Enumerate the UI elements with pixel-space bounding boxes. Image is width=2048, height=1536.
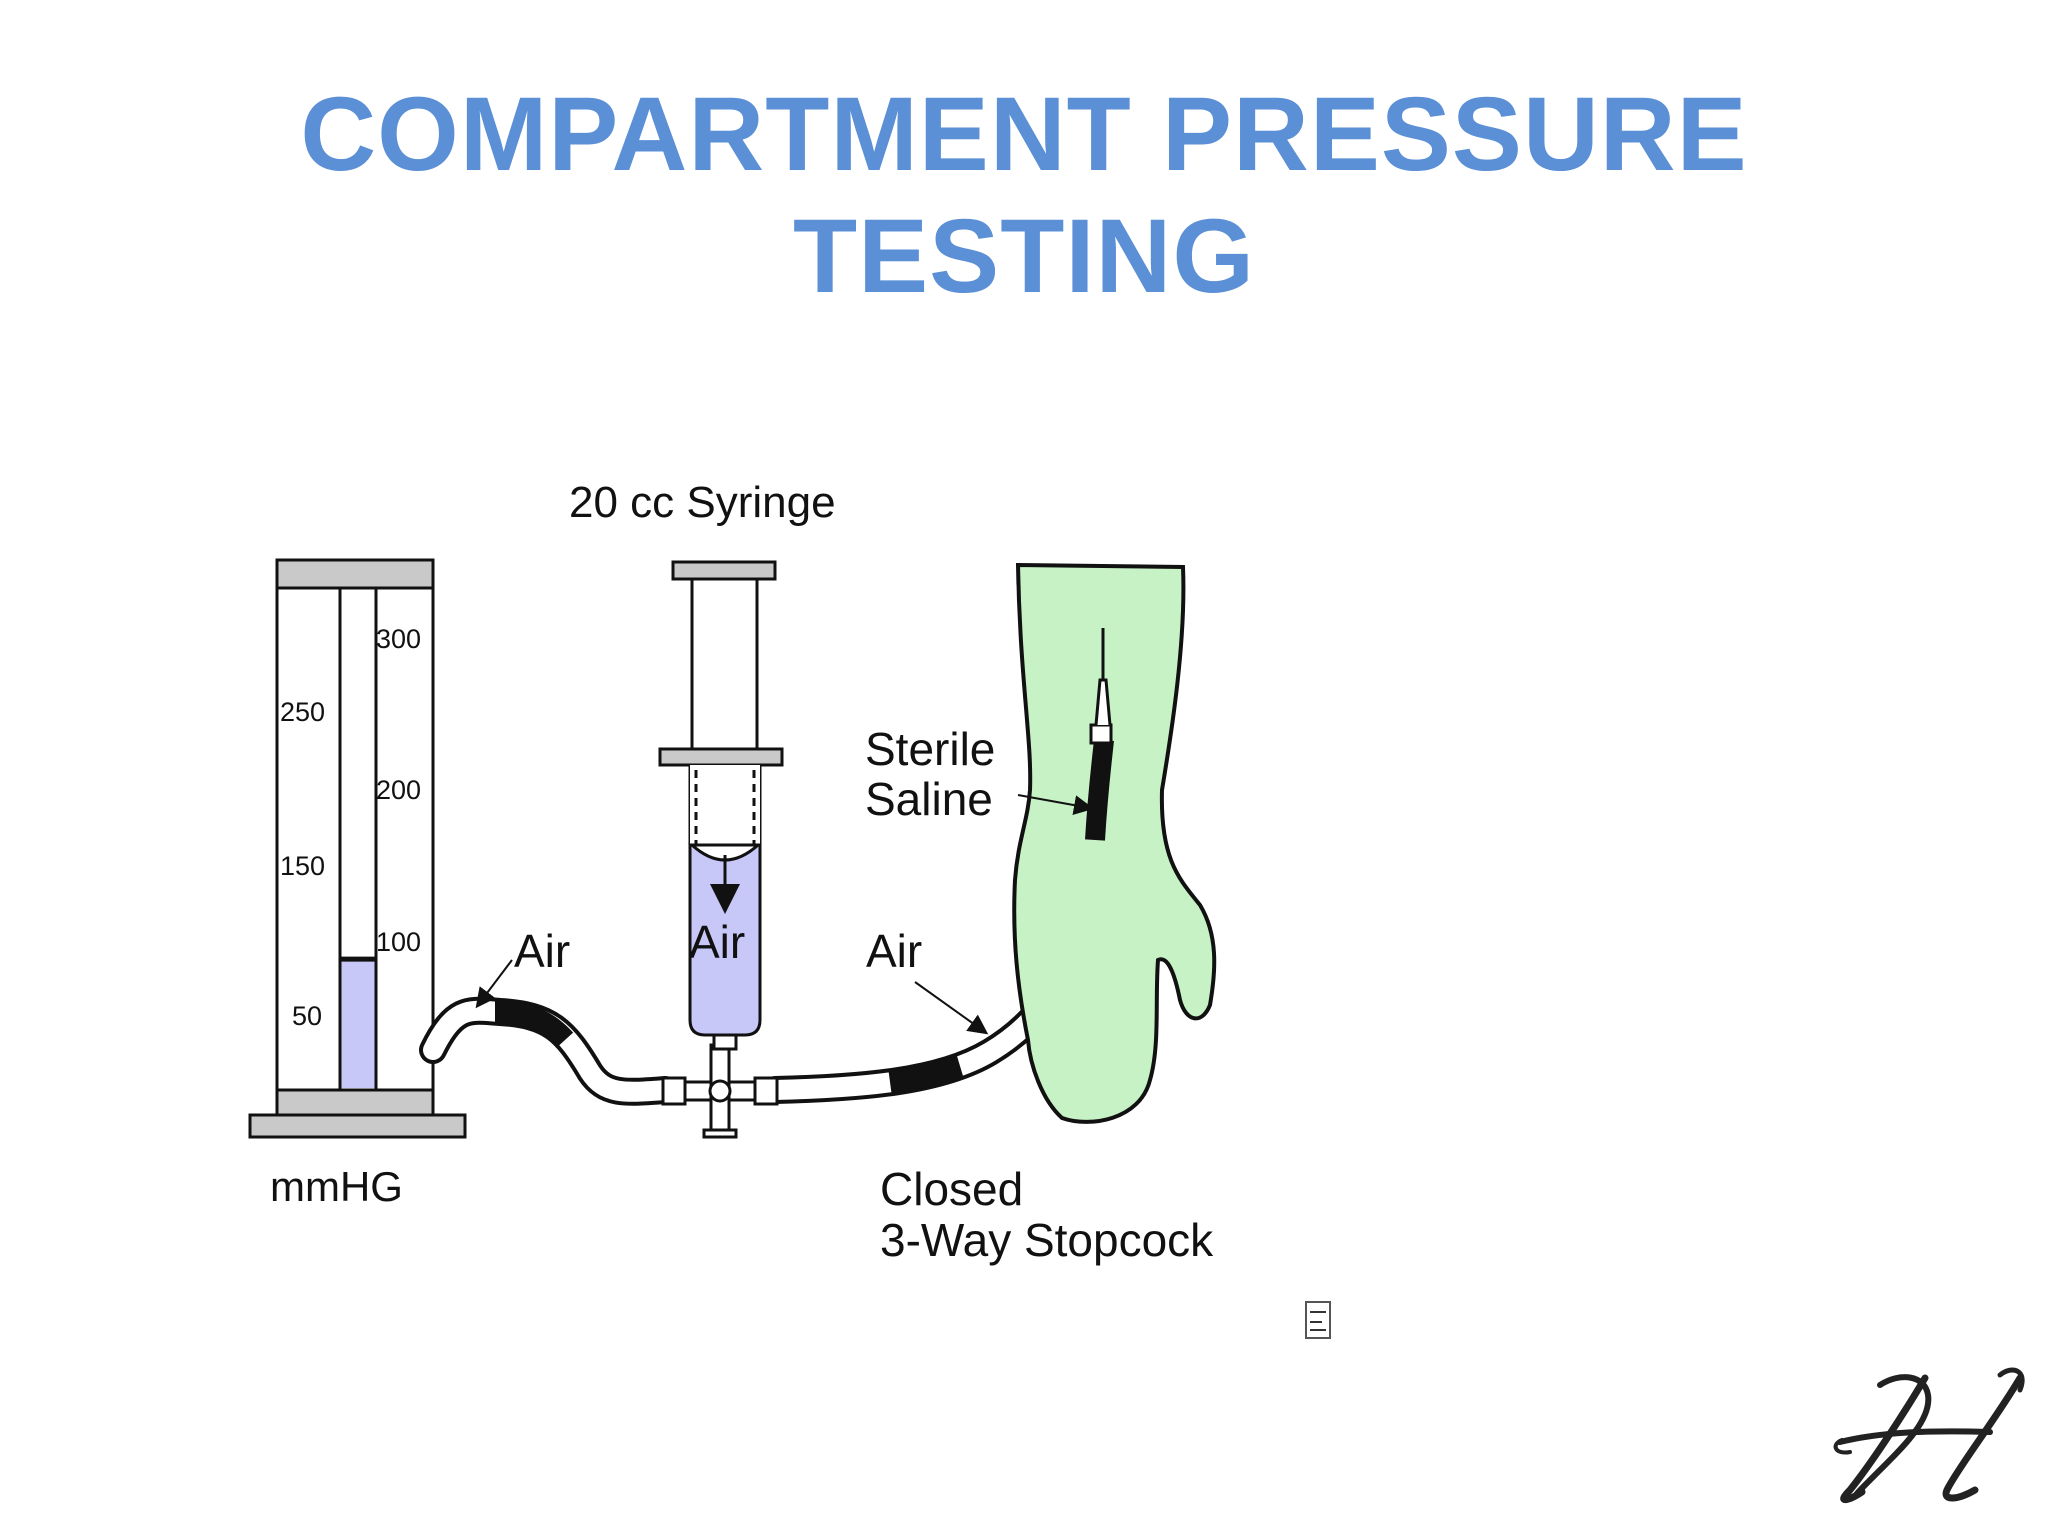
stopcock-label-line-1: Closed [880, 1163, 1023, 1215]
limb [1012, 562, 1217, 1124]
saline-pointer [1017, 794, 1094, 815]
manometer-base [248, 1113, 467, 1139]
syringe-air-label: Air [689, 916, 745, 968]
title-line-2: TESTING [792, 198, 1256, 315]
manometer-unit-label: mmHG [270, 1163, 403, 1210]
needle-hub [1094, 678, 1112, 726]
stopcock-label-line-2: 3-Way Stopcock [880, 1214, 1214, 1266]
plunger-seal [688, 843, 762, 862]
small-image-icon [1305, 1301, 1331, 1339]
saline-label-line-2: Saline [865, 773, 993, 825]
manometer-fluid [341, 959, 375, 1088]
left-air-label: Air [514, 925, 570, 977]
left-air-pointer [475, 959, 513, 1009]
saline-segment [1085, 739, 1114, 841]
tick-150: 150 [280, 851, 325, 881]
right-air-segment [888, 1055, 964, 1093]
syringe-label: 20 cc Syringe [569, 478, 836, 527]
title-line-1: COMPARTMENT PRESSURE [300, 76, 1748, 193]
stopcock-right-port [753, 1076, 779, 1106]
tick-300: 300 [376, 624, 421, 654]
tick-250: 250 [280, 697, 325, 727]
right-air-pointer [914, 981, 989, 1035]
tick-50: 50 [292, 1001, 322, 1031]
plunger-rod [690, 577, 759, 751]
plunger-thumb-rest [671, 560, 777, 581]
forearm-hand-shape [1012, 562, 1217, 1124]
syringe-flange [658, 747, 784, 767]
catheter-hub [1089, 723, 1113, 745]
stopcock-left-port [661, 1076, 687, 1106]
syringe: Air 20 cc Syringe [569, 478, 836, 1051]
saline-label-line-1: Sterile [865, 723, 995, 775]
stopcock-valve [708, 1079, 732, 1103]
slide-title: COMPARTMENT PRESSURE TESTING [224, 74, 1824, 318]
manometer: 250 150 50 300 200 100 mmHG [248, 558, 467, 1210]
plunger-upper [690, 765, 760, 845]
right-air-label: Air [866, 925, 922, 977]
callouts: Air Air Sterile Saline Closed 3-Way Stop… [475, 723, 1214, 1266]
manometer-top-cap [275, 558, 435, 590]
tick-100: 100 [376, 927, 421, 957]
script-h-logo [1833, 1367, 2025, 1504]
manometer-bottom-cap [275, 1088, 435, 1117]
tick-200: 200 [376, 775, 421, 805]
stopcock [661, 1043, 779, 1139]
left-air-segment [494, 1001, 574, 1048]
syringe-tip [712, 1033, 738, 1051]
stopcock-handle [702, 1128, 738, 1139]
